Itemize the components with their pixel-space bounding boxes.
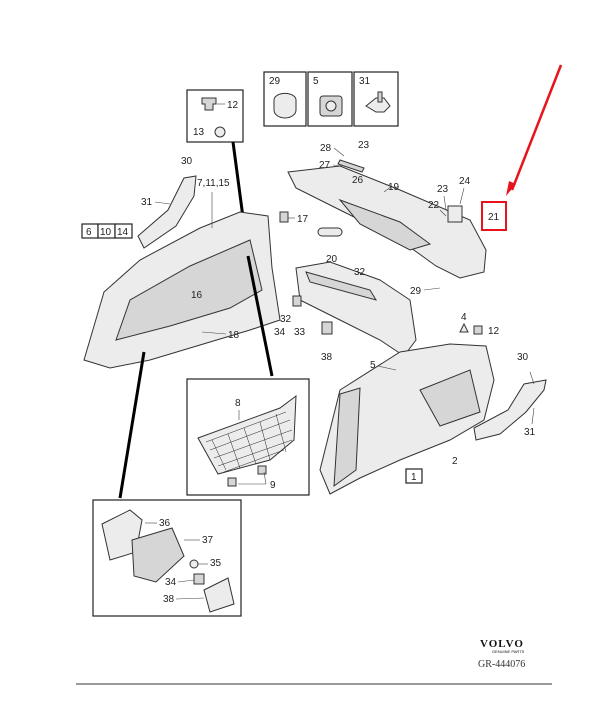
- callout-36: 36: [159, 518, 171, 529]
- callout-12-top: 12: [227, 100, 239, 111]
- inset-29: 29: [263, 71, 307, 127]
- callout-31-box: 31: [359, 76, 371, 87]
- highlight-box-21: [481, 201, 507, 231]
- callout-23-top: 23: [358, 140, 370, 151]
- connector-line-net: [246, 255, 274, 377]
- highlight-arrowhead: [506, 181, 516, 196]
- callout-32-left: 32: [280, 314, 292, 325]
- box-6-10-14: 6 10 14: [81, 223, 133, 239]
- callout-10: 10: [100, 227, 112, 238]
- clip-33-icon: [292, 295, 302, 307]
- inset-clip-12-13: 12 13: [186, 89, 244, 143]
- callout-34: 34: [274, 327, 286, 338]
- callout-32-right: 32: [354, 267, 366, 278]
- grommet-29-icon: [273, 92, 297, 119]
- part-19-rail: [287, 165, 487, 279]
- callout-5-box: 5: [313, 76, 319, 87]
- callout-8: 8: [235, 398, 241, 409]
- part-32-sill: [295, 261, 417, 357]
- brand-name: VOLVO: [480, 638, 524, 650]
- inset-net-8-9: 8 9: [186, 378, 310, 496]
- cone-4-icon: [459, 322, 469, 333]
- callout-2: 2: [452, 456, 458, 467]
- connector-line-bottom: [118, 351, 146, 499]
- callout-17: 17: [297, 214, 309, 225]
- callout-1: 1: [411, 472, 417, 483]
- brand-subtitle: GENUINE PARTS: [492, 649, 525, 654]
- inset-bracket-34-38: 36 37 35 34 38: [92, 499, 242, 617]
- callout-37: 37: [202, 535, 214, 546]
- callout-19: 19: [388, 182, 400, 193]
- callout-31-right: 31: [524, 427, 536, 438]
- clip-17-icon: [279, 211, 289, 223]
- callout-38-bottom: 38: [163, 594, 175, 605]
- clip-12-icon: [201, 97, 217, 111]
- inset-31-top: 31: [353, 71, 399, 127]
- callout-33: 33: [294, 327, 306, 338]
- callout-29: 29: [410, 286, 422, 297]
- callout-12-right: 12: [488, 326, 500, 337]
- part-16-left-panel: [83, 211, 281, 369]
- trim-30-left: [137, 175, 197, 249]
- hook-9b-icon: [257, 465, 267, 475]
- callout-23-right: 23: [437, 184, 449, 195]
- diagram-code: GR-444076: [478, 659, 525, 670]
- part-2-side-panel: [319, 343, 495, 495]
- washer-35-icon: [189, 559, 199, 569]
- bracket-23-icon: [337, 159, 365, 173]
- callout-31-left: 31: [141, 197, 153, 208]
- clip-31-icon: [365, 97, 391, 113]
- volvo-logo: VOLVO GENUINE PARTS: [480, 638, 525, 654]
- callout-38-mid: 38: [321, 352, 333, 363]
- callout-21: 21: [488, 212, 500, 223]
- callout-4: 4: [461, 312, 467, 323]
- highlight-arrow: [510, 64, 563, 191]
- callout-26: 26: [352, 175, 364, 186]
- callout-16: 16: [191, 290, 203, 301]
- clip-38-icon: [321, 321, 333, 335]
- callout-6: 6: [86, 227, 92, 238]
- callout-35: 35: [210, 558, 222, 569]
- clip-12-right-icon: [473, 325, 483, 335]
- hook-9a-icon: [227, 477, 237, 487]
- callout-20: 20: [326, 254, 338, 265]
- callout-22: 22: [428, 200, 440, 211]
- callout-14: 14: [117, 227, 129, 238]
- cover-38: [203, 577, 235, 613]
- callout-27: 27: [319, 160, 331, 171]
- callout-5: 5: [370, 360, 376, 371]
- bracket-37: [131, 527, 185, 583]
- pad-20-icon: [317, 227, 343, 237]
- callout-29-box: 29: [269, 76, 281, 87]
- callout-30-left: 30: [181, 156, 193, 167]
- trim-30-right: [473, 379, 547, 441]
- callout-7-11-15: 7,11,15: [197, 178, 230, 189]
- callout-13: 13: [193, 127, 205, 138]
- bolt-34-icon: [193, 573, 205, 585]
- clip-21-icon: [447, 205, 463, 223]
- callout-30-right: 30: [517, 352, 529, 363]
- nut-13-icon: [214, 126, 226, 138]
- callout-24: 24: [459, 176, 471, 187]
- callout-34-bottom: 34: [165, 577, 177, 588]
- callout-28: 28: [320, 143, 332, 154]
- box-1: [405, 468, 423, 484]
- callout-18: 18: [228, 330, 240, 341]
- callout-9: 9: [270, 480, 276, 491]
- inset-5: 5: [307, 71, 353, 127]
